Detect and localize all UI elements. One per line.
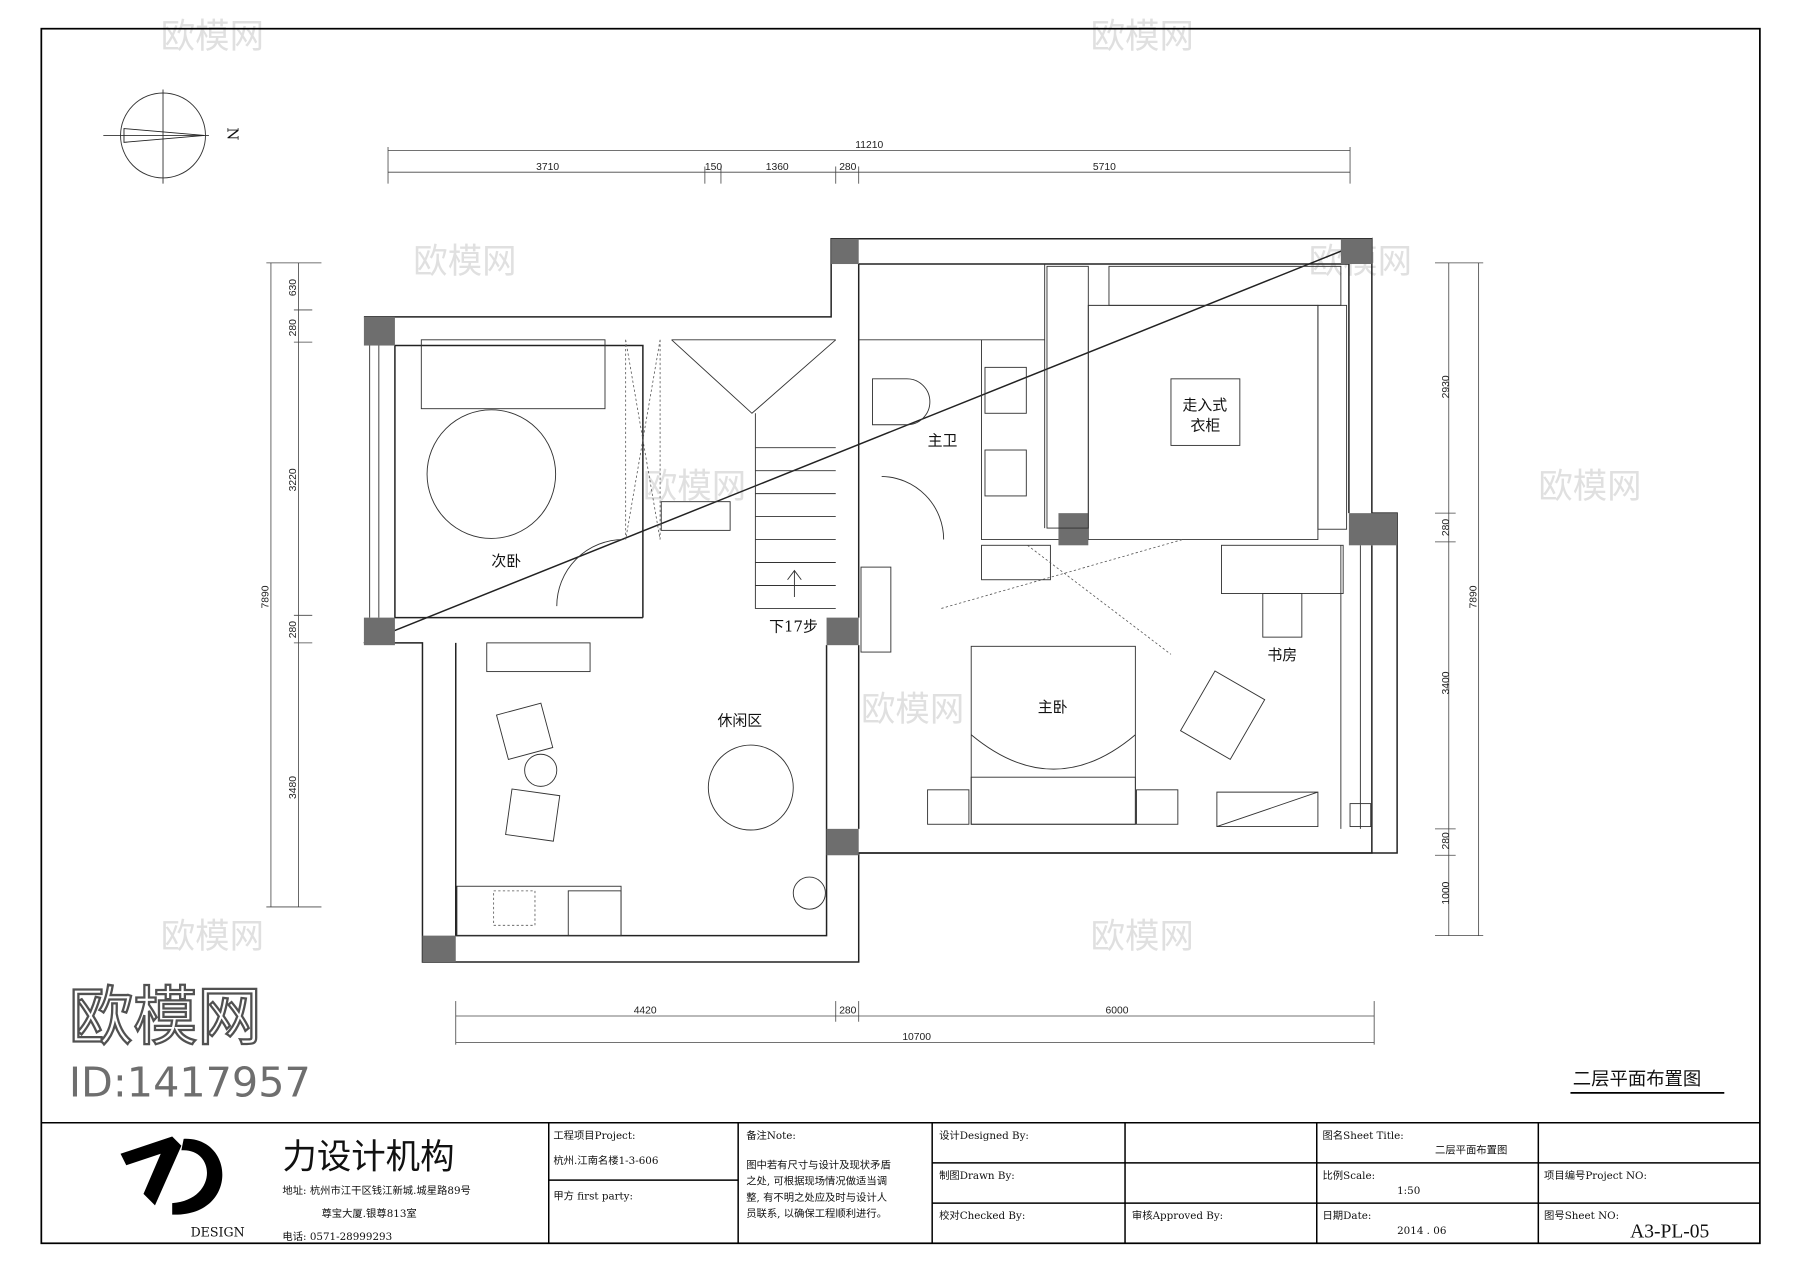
- date-value: 2014 . 06: [1397, 1225, 1446, 1237]
- company-name: 力设计机构: [282, 1138, 454, 1178]
- watermark: 欧模网: [413, 242, 516, 282]
- dim-label: 5710: [1093, 162, 1116, 173]
- note-line: 员联系, 以确保工程顺利进行。: [746, 1207, 887, 1220]
- watermark: 欧模网: [1538, 467, 1641, 507]
- dim-label: 3400: [1441, 671, 1452, 694]
- note-label: 备注Note:: [746, 1129, 796, 1142]
- dimension-right: 2930 280 3400 280 1000 7890: [1435, 262, 1484, 937]
- drawn-by-label: 制图Drawn By:: [939, 1169, 1015, 1182]
- dim-label: 3220: [288, 468, 299, 491]
- dim-label: 4420: [634, 1006, 657, 1017]
- checked-by-label: 校对Checked By:: [939, 1209, 1025, 1222]
- company-address: 地址: 杭州市江干区钱江新城.城星路89号: [282, 1184, 470, 1197]
- dim-label: 1000: [1441, 881, 1452, 904]
- sheet-title-value: 二层平面布置图: [1435, 1145, 1507, 1157]
- watermark-brand: 欧模网: [69, 980, 262, 1055]
- room-label-closet: 衣柜: [1190, 417, 1220, 435]
- dim-label: 11210: [855, 140, 883, 151]
- room-label-master-bedroom: 主卧: [1038, 698, 1068, 716]
- approved-by-label: 审核Approved By:: [1132, 1209, 1223, 1222]
- dimension-bottom: 4420 280 6000 10700: [455, 1001, 1375, 1045]
- watermark-id: ID:1417957: [69, 1058, 311, 1106]
- watermark-stamp: 欧模网 ID:1417957: [68, 979, 311, 1107]
- room-label-lounge: 休闲区: [718, 712, 763, 730]
- dim-label: 6000: [1106, 1006, 1129, 1017]
- dim-label: 3480: [288, 776, 299, 799]
- sheet-no-label: 图号Sheet NO:: [1544, 1210, 1619, 1222]
- north-arrow-icon: N: [103, 89, 241, 184]
- dimension-top: 11210 3710 150 1360 280 5710: [387, 140, 1351, 184]
- dim-label: 3710: [536, 162, 559, 173]
- dim-label: 280: [839, 1006, 856, 1017]
- client-label: 甲方 first party:: [553, 1190, 633, 1203]
- dim-label: 280: [288, 621, 299, 638]
- sheet-heading: 二层平面布置图: [1573, 1069, 1702, 1090]
- dim-label: 10700: [902, 1032, 931, 1043]
- dim-label: 2930: [1441, 375, 1452, 398]
- watermark: 欧模网: [861, 690, 964, 730]
- scale-value: 1:50: [1397, 1185, 1420, 1197]
- room-label-master-bath: 主卫: [928, 431, 958, 449]
- watermark: 欧模网: [161, 17, 264, 57]
- dim-label: 150: [705, 162, 722, 173]
- company-address: 尊宝大厦.银尊813室: [321, 1207, 416, 1220]
- dim-label: 7890: [261, 585, 272, 608]
- dim-label: 280: [839, 162, 856, 173]
- room-labels: 次卧 休闲区 主卧 书房 主卫 走入式 衣柜 下17步: [491, 396, 1297, 730]
- note-line: 之处, 可根据现场情况做适当调: [746, 1175, 887, 1188]
- room-label-closet: 走入式: [1182, 396, 1227, 414]
- dim-label: 280: [1441, 519, 1452, 536]
- room-label-second-bedroom: 次卧: [491, 552, 521, 570]
- dim-label: 7890: [1468, 585, 1479, 608]
- company-logo: DESIGN: [120, 1136, 245, 1239]
- plant-icon: [792, 876, 826, 910]
- furniture: [420, 265, 1372, 937]
- sheet-border: [40, 27, 1761, 1245]
- dim-label: 630: [288, 279, 299, 296]
- dim-label: 1360: [766, 162, 789, 173]
- company-phone: 电话: 0571-28999293: [282, 1230, 392, 1243]
- stairs-label: 下17步: [769, 617, 818, 635]
- sheet-title-label: 图名Sheet Title:: [1322, 1129, 1403, 1142]
- sheet-no-value: A3-PL-05: [1630, 1222, 1709, 1243]
- project-no-label: 项目编号Project NO:: [1544, 1169, 1647, 1182]
- title-block: DESIGN 力设计机构 地址: 杭州市江干区钱江新城.城星路89号 尊宝大厦.…: [41, 1121, 1760, 1244]
- date-label: 日期Date:: [1322, 1210, 1371, 1222]
- room-label-study: 书房: [1267, 646, 1297, 664]
- north-label: N: [223, 127, 241, 140]
- structural-columns: [363, 238, 1398, 963]
- watermark-layer: 欧模网 欧模网 欧模网 欧模网 欧模网 欧模网 欧模网 欧模网 欧模网: [161, 17, 1642, 957]
- designed-by-label: 设计Designed By:: [939, 1129, 1029, 1142]
- note-line: 图中若有尺寸与设计及现状矛盾: [746, 1159, 891, 1172]
- logo-text: DESIGN: [191, 1224, 245, 1239]
- round-bed: [426, 409, 557, 539]
- watermark: 欧模网: [161, 917, 264, 957]
- dim-label: 280: [288, 319, 299, 336]
- scale-label: 比例Scale:: [1322, 1169, 1375, 1182]
- dimension-left: 630 280 3220 280 3480 7890: [261, 262, 322, 908]
- walls: [363, 237, 1398, 963]
- watermark: 欧模网: [1091, 917, 1194, 957]
- project-label: 工程项目Project:: [553, 1130, 635, 1142]
- project-value: 杭州.江南名楼1-3-606: [553, 1154, 658, 1167]
- note-line: 整, 有不明之处应及时与设计人: [746, 1191, 887, 1204]
- dim-label: 280: [1441, 832, 1452, 849]
- watermark: 欧模网: [1091, 17, 1194, 57]
